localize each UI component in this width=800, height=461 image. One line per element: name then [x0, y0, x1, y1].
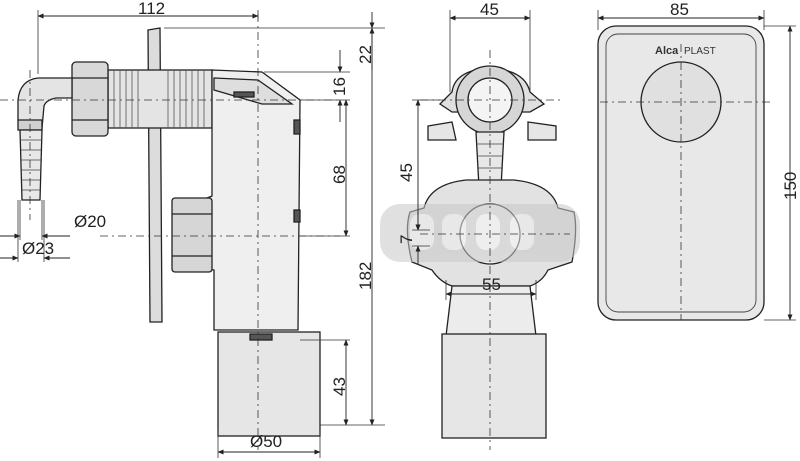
hose-barb: [19, 129, 43, 201]
front-view-guides: [420, 50, 570, 450]
trap-body: [201, 69, 301, 331]
side-view: [17, 27, 321, 437]
dim-bottom-height: 43: [330, 377, 349, 396]
dim-width-total: 112: [138, 0, 165, 18]
dim-hose-inner-diameter: Ø20: [74, 212, 106, 231]
dim-cover-width: 85: [670, 0, 689, 19]
dim-top-offset: 22: [356, 45, 375, 64]
dim-hose-outer-diameter: Ø23: [22, 239, 54, 258]
logo-suffix: PLAST: [684, 46, 716, 57]
dim-front-width: 45: [480, 0, 499, 19]
dim-front-upper-height: 45: [397, 163, 416, 182]
side-view-guides: [0, 14, 340, 450]
dim-front-lower-height: 7: [397, 235, 416, 244]
front-left-wing: [427, 121, 457, 141]
side-inlet-nut: [171, 197, 213, 273]
side-view-extension-lines: [17, 10, 385, 458]
dim-front-bottom-width: 55: [482, 275, 501, 294]
front-right-wing: [527, 121, 557, 141]
cover-view-dim-lines: [597, 15, 793, 321]
thread-lines: [113, 70, 205, 128]
cover-view-guides: [600, 44, 770, 320]
front-watermark-band: [380, 204, 580, 262]
brand-logo: Alca PLAST: [655, 45, 716, 57]
front-view-dim-lines: [415, 15, 537, 297]
dim-total-height: 182: [356, 262, 375, 290]
outlet-pipe: [217, 331, 321, 437]
dim-elbow-offset: 16: [330, 77, 349, 96]
threaded-tube: [107, 69, 213, 129]
logo-brand: Alca: [655, 45, 679, 57]
dim-cover-height: 150: [781, 172, 800, 200]
dim-outlet-diameter: Ø50: [250, 432, 282, 451]
front-outlet-pipe: [441, 333, 547, 439]
dim-middle-span: 68: [330, 165, 349, 184]
tube-nut: [71, 61, 109, 137]
side-view-dim-lines: [0, 12, 375, 455]
